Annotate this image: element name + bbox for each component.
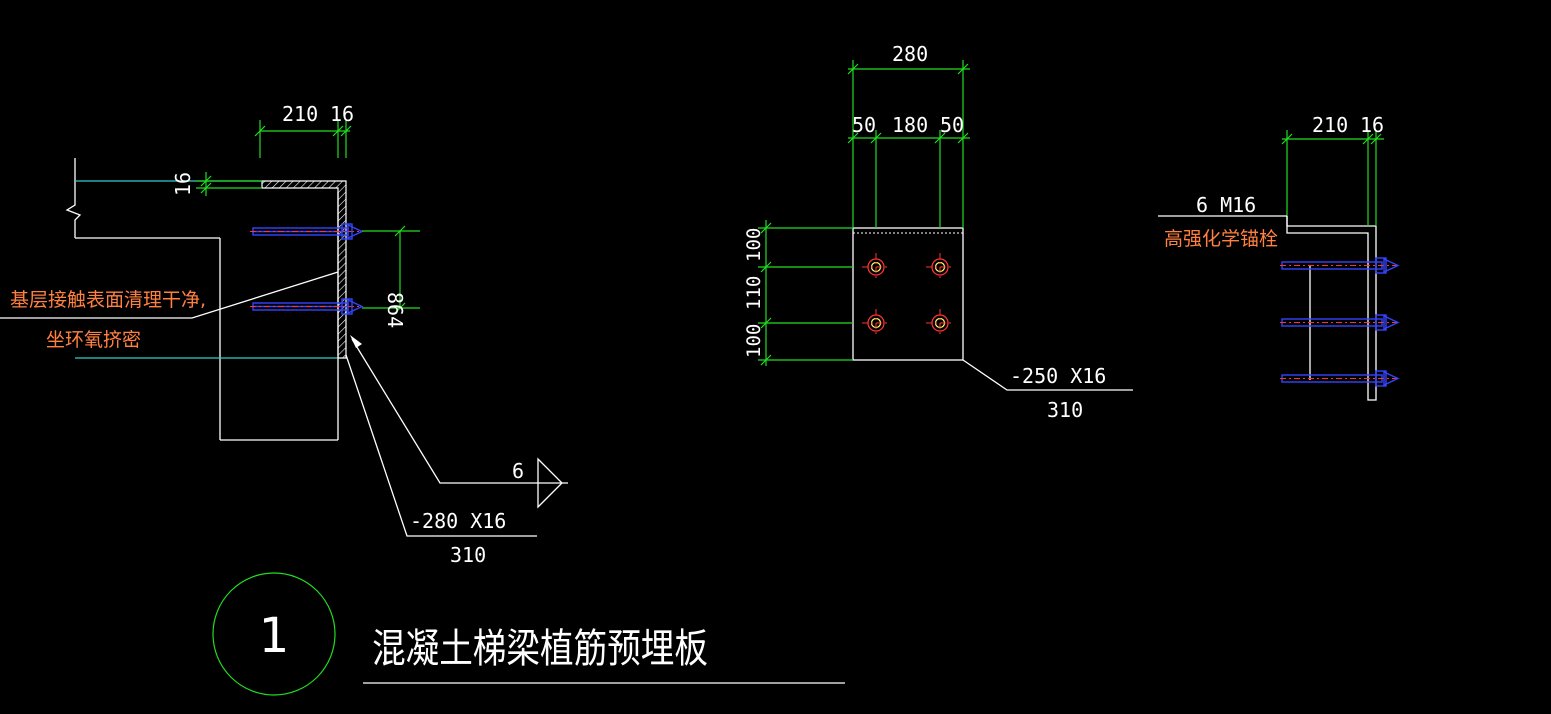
dim-280-label: 280 bbox=[892, 42, 928, 66]
bolt-hole-3 bbox=[862, 309, 890, 337]
dim-16-label: 16 bbox=[330, 102, 354, 126]
dim-height-parts bbox=[758, 220, 853, 366]
bolt-hole-2 bbox=[926, 253, 954, 281]
anchor-bolt-upper bbox=[250, 223, 364, 240]
dim-plate-thk-label: 16 bbox=[171, 172, 195, 196]
right-l-plate bbox=[1286, 216, 1377, 401]
beam-outline bbox=[75, 192, 339, 441]
note-line-2: 坐环氧挤密 bbox=[46, 329, 141, 351]
section-mark-label: 6 bbox=[512, 459, 524, 483]
middle-plate-spec-label: -250 X16 bbox=[1010, 364, 1106, 388]
detail-title-block: 1 混凝土梯梁植筋预埋板 bbox=[212, 572, 845, 696]
dim-210-label: 210 bbox=[282, 102, 318, 126]
middle-plate-length-label: 310 bbox=[1047, 398, 1083, 422]
bolt-hole-4 bbox=[926, 309, 954, 337]
right-anchor-bolt-3 bbox=[1280, 370, 1400, 387]
plate-length-label: 310 bbox=[450, 543, 486, 567]
plate-elevation-view: 280 50 180 50 100 110 100 bbox=[743, 42, 1133, 422]
middle-plate-spec-leader bbox=[962, 359, 1133, 391]
right-anchor-bolt-1 bbox=[1280, 257, 1400, 274]
dim-864-label: 864 bbox=[383, 292, 407, 328]
anchor-count-label: 6 M16 bbox=[1196, 193, 1256, 217]
bolt-hole-1 bbox=[862, 253, 890, 281]
dim-top-right bbox=[1281, 130, 1384, 226]
break-line bbox=[65, 158, 82, 238]
anchor-type-label: 高强化学锚栓 bbox=[1164, 228, 1278, 250]
dim-width-total bbox=[847, 60, 970, 228]
dim-110-label: 110 bbox=[743, 276, 765, 310]
anchor-bolt-lower bbox=[250, 298, 364, 315]
detail-number-circle bbox=[212, 572, 336, 696]
dim-top-left bbox=[254, 120, 352, 158]
note-leader-line bbox=[0, 271, 339, 319]
section-mark-leader bbox=[350, 335, 568, 509]
dim-plate-thickness bbox=[196, 172, 262, 196]
dim-bolt-spacing bbox=[362, 225, 420, 314]
detail-title: 混凝土梯梁植筋预埋板 bbox=[372, 626, 708, 672]
plate-spec-leader bbox=[345, 354, 537, 537]
left-section-view: 210 16 16 864 基层接触表面清理干净, 坐环氧挤密 bbox=[0, 102, 568, 567]
right-dim-16-label: 16 bbox=[1360, 113, 1384, 137]
note-line-1: 基层接触表面清理干净, bbox=[10, 289, 206, 311]
embedded-plate-section bbox=[261, 180, 347, 359]
right-section-view: 210 16 6 M16 高强化学锚栓 bbox=[1158, 113, 1400, 401]
dim-50-right-label: 50 bbox=[940, 113, 964, 137]
dim-100-bottom-label: 100 bbox=[743, 324, 765, 358]
embedded-plate-outline bbox=[852, 227, 964, 361]
right-dim-210-label: 210 bbox=[1312, 113, 1348, 137]
right-anchor-bolt-2 bbox=[1280, 314, 1400, 331]
detail-number: 1 bbox=[259, 608, 290, 664]
dim-100-top-label: 100 bbox=[743, 228, 765, 262]
plate-spec-label: -280 X16 bbox=[410, 509, 506, 533]
dim-50-left-label: 50 bbox=[852, 113, 876, 137]
dim-width-parts bbox=[847, 130, 970, 228]
dim-180-label: 180 bbox=[892, 113, 928, 137]
